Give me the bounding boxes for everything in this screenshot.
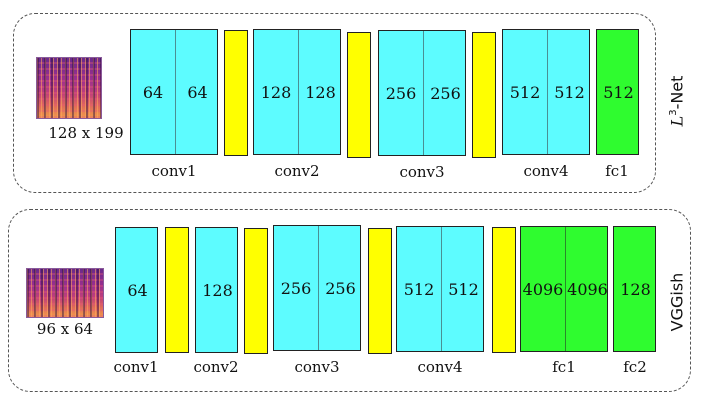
vggish-panel (8, 209, 691, 392)
vggish-conv1-label: conv1 (113, 358, 159, 376)
l3net-conv4-filter-2: 512 (547, 30, 591, 154)
l3net-title-letter: L (667, 115, 687, 127)
l3net-conv2-filter-1: 128 (260, 82, 292, 102)
l3net-conv1-label: conv1 (151, 162, 197, 180)
l3net-conv4-label: conv4 (523, 162, 569, 180)
vggish-pool-4 (492, 227, 516, 353)
vggish-conv1-block: 64 (115, 227, 158, 353)
l3net-conv1-block: 64 64 (130, 29, 218, 155)
vggish-pool-2 (244, 228, 268, 354)
vggish-input-spectrogram (26, 268, 104, 318)
l3net-conv2-block: 128 128 (253, 29, 341, 155)
vggish-conv3-label: conv3 (294, 358, 340, 376)
l3net-conv3-block: 256 256 (378, 30, 466, 156)
l3net-conv3-filter-2: 256 (423, 31, 467, 155)
l3net-title: L3-Net (668, 76, 687, 127)
vggish-conv2-block: 128 (195, 227, 238, 353)
vggish-title: VGGish (667, 272, 687, 332)
l3net-input-label: 128 x 199 (48, 124, 124, 142)
l3net-input-spectrogram (36, 57, 102, 119)
l3net-conv4-filter-1: 512 (509, 82, 541, 102)
l3net-conv4-block: 512 512 (502, 29, 590, 155)
vggish-conv1-filter-1: 64 (127, 280, 148, 300)
vggish-conv4-block: 512 512 (396, 226, 484, 352)
l3net-title-rest: -Net (667, 75, 687, 110)
vggish-fc2-block: 128 (613, 226, 656, 352)
vggish-fc1-label: fc1 (552, 358, 576, 376)
l3net-fc1-block: 512 (596, 29, 639, 155)
vggish-conv2-filter-1: 128 (202, 280, 233, 300)
l3net-conv3-filter-1: 256 (385, 83, 417, 103)
vggish-input-label: 96 x 64 (36, 320, 94, 338)
vggish-conv3-filter-2: 256 (318, 226, 362, 350)
l3net-conv1-filter-1: 64 (142, 82, 164, 102)
vggish-pool-1 (165, 227, 189, 353)
l3net-pool-3 (472, 32, 496, 158)
l3net-title-sup: 3 (668, 109, 680, 116)
l3net-conv3-label: conv3 (399, 163, 445, 181)
vggish-conv3-block: 256 256 (273, 225, 361, 351)
vggish-conv4-filter-2: 512 (441, 227, 485, 351)
l3net-conv2-filter-2: 128 (298, 30, 342, 154)
vggish-fc2-units: 128 (620, 279, 651, 299)
vggish-conv4-filter-1: 512 (403, 279, 435, 299)
l3net-panel (13, 13, 656, 193)
l3net-fc1-label: fc1 (605, 162, 629, 180)
l3net-pool-1 (224, 30, 248, 156)
vggish-conv2-label: conv2 (193, 358, 239, 376)
vggish-fc1-block: 4096 4096 (520, 226, 608, 352)
l3net-fc1-units: 512 (603, 82, 634, 102)
vggish-conv4-label: conv4 (417, 358, 463, 376)
vggish-fc2-label: fc2 (623, 358, 647, 376)
vggish-fc1-units-2: 4096 (565, 227, 609, 351)
vggish-pool-3 (368, 228, 392, 354)
l3net-pool-2 (347, 32, 371, 158)
l3net-conv1-filter-2: 64 (175, 30, 219, 154)
l3net-conv2-label: conv2 (274, 162, 320, 180)
vggish-fc1-units-1: 4096 (522, 279, 564, 299)
vggish-conv3-filter-1: 256 (280, 278, 312, 298)
